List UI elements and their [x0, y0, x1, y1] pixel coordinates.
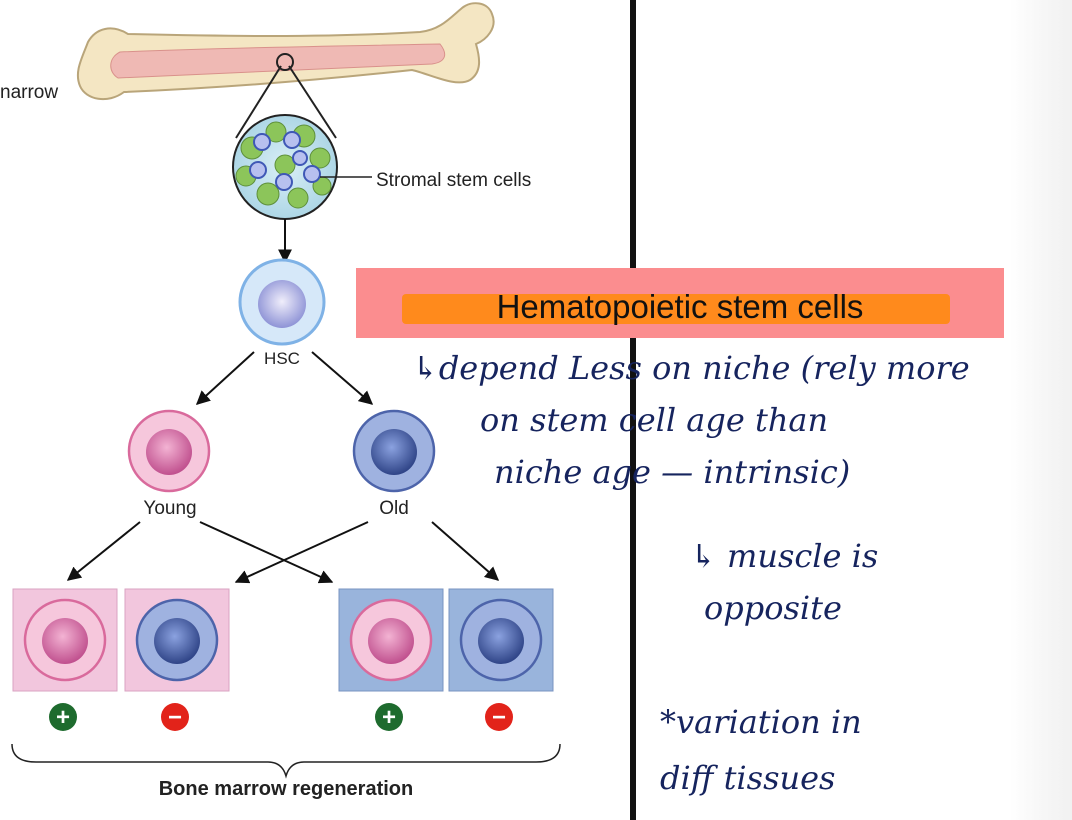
outcome-minus-badge: − — [161, 703, 189, 731]
page-edge-shade — [1010, 0, 1072, 820]
vertical-divider — [630, 0, 636, 820]
handwritten-note-line: ↳ muscle is — [690, 537, 879, 575]
grouping-brace — [11, 743, 561, 779]
highlighter-stroke — [402, 294, 950, 324]
outcome-plus-badge: + — [375, 703, 403, 731]
old-cell-young-niche — [124, 588, 230, 692]
svg-text:+: + — [56, 704, 70, 731]
handwritten-note-line: niche age — intrinsic) — [494, 453, 851, 491]
outcome-plus-badge: + — [49, 703, 77, 731]
old-cell — [352, 409, 436, 493]
regeneration-label: Bone marrow regeneration — [159, 778, 414, 800]
outcome-minus-badge: − — [485, 703, 513, 731]
young-cell-young-niche — [12, 588, 118, 692]
bone-illustration — [76, 2, 495, 101]
stromal-label: Stromal stem cells — [376, 170, 531, 191]
young-cell-old-niche — [338, 588, 444, 692]
marrow-label: narrow — [0, 82, 58, 103]
young-label: Young — [143, 498, 196, 519]
handwritten-note-line: ↳depend Less on niche (rely more — [412, 349, 970, 387]
svg-text:−: − — [168, 704, 182, 731]
handwritten-note-line: *variation in — [660, 703, 862, 741]
zoom-ring — [276, 53, 294, 71]
stromal-niche — [232, 114, 338, 220]
hsc-cell — [238, 258, 326, 346]
young-cell — [127, 409, 211, 493]
handwritten-note-line: opposite — [704, 589, 842, 627]
svg-text:−: − — [492, 704, 506, 731]
old-label: Old — [379, 498, 409, 519]
hsc-title: Hematopoietic stem cells — [496, 288, 864, 325]
old-cell-old-niche — [448, 588, 554, 692]
svg-text:+: + — [382, 704, 396, 731]
handwritten-note-line: on stem cell age than — [480, 401, 829, 439]
handwritten-note-line: diff tissues — [660, 759, 836, 797]
hsc-label: HSC — [264, 349, 300, 368]
